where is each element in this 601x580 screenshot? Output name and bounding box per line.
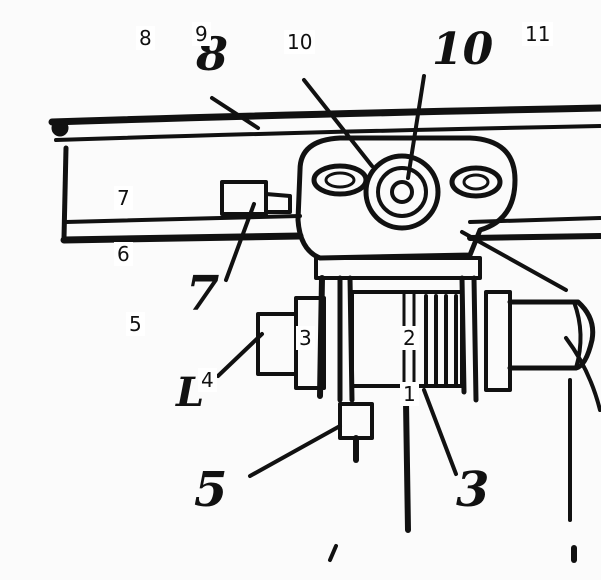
label-10: 10: [284, 30, 316, 54]
left-wheel: [311, 163, 369, 197]
cable: [403, 399, 411, 533]
rail-beam: [48, 104, 601, 244]
leader-lines: [210, 74, 568, 478]
label-7: 7: [114, 186, 133, 210]
label-1: 1: [400, 382, 419, 406]
motor: [484, 290, 601, 522]
printed-number-7: 7: [186, 266, 219, 322]
label-6: 6: [114, 242, 133, 266]
cable-end-mark-left: [328, 544, 338, 562]
label-4: 4: [198, 368, 217, 392]
label-2: 2: [400, 326, 419, 350]
printed-number-10: 10: [432, 24, 494, 75]
wheel-housing: [295, 135, 518, 261]
right-wheel: [449, 165, 503, 199]
stopper-block: [220, 180, 292, 216]
center-wheel: [363, 153, 441, 231]
printed-number-3: 3: [456, 462, 489, 518]
label-11: 11: [522, 22, 554, 46]
label-8: 8: [136, 26, 155, 50]
printed-number-5: 5: [194, 462, 227, 518]
hook-block: [338, 402, 374, 463]
label-5: 5: [126, 312, 145, 336]
label-9: 9: [192, 22, 211, 46]
label-3: 3: [296, 326, 315, 350]
